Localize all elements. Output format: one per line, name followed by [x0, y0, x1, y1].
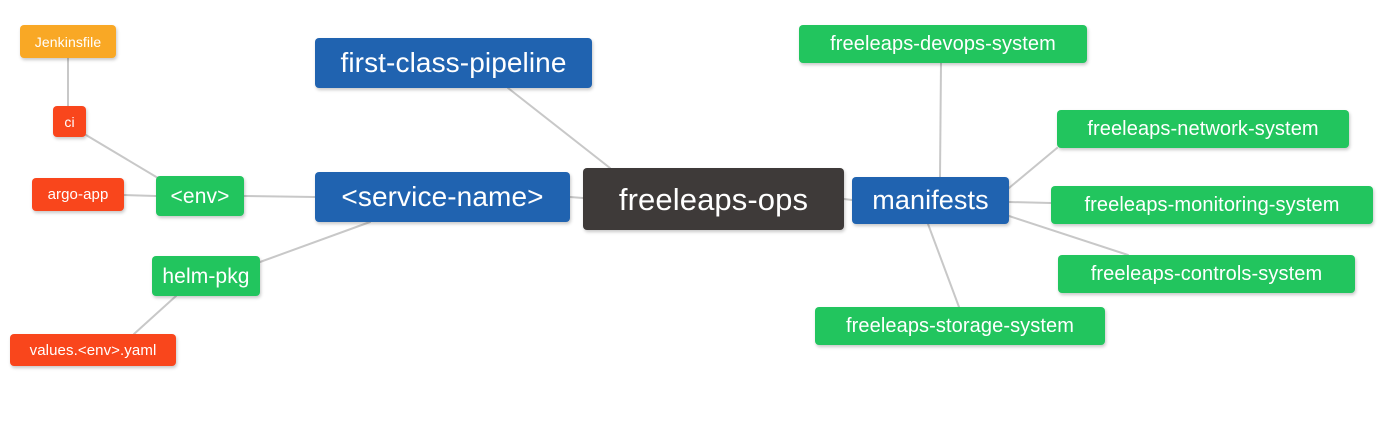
edge-ci-to-env [85, 134, 159, 179]
edge-manifests-to-storage-system [927, 223, 960, 308]
node-service-name[interactable]: <service-name> [315, 172, 570, 222]
node-ci[interactable]: ci [53, 106, 86, 137]
edge-helm-pkg-to-service-name [259, 221, 371, 263]
edge-values-yaml-to-helm-pkg [133, 295, 177, 335]
node-values-yaml[interactable]: values.<env>.yaml [10, 334, 176, 366]
node-first-class-pipeline[interactable]: first-class-pipeline [315, 38, 592, 88]
edge-manifests-to-network-system [1008, 147, 1058, 189]
node-helm-pkg[interactable]: helm-pkg [152, 256, 260, 296]
node-argo-app[interactable]: argo-app [32, 178, 124, 211]
node-monitoring-system[interactable]: freeleaps-monitoring-system [1051, 186, 1373, 224]
edge-freeleaps-ops-to-manifests [843, 198, 853, 201]
node-network-system[interactable]: freeleaps-network-system [1057, 110, 1349, 148]
node-jenkinsfile[interactable]: Jenkinsfile [20, 25, 116, 58]
node-manifests[interactable]: manifests [852, 177, 1009, 224]
node-controls-system[interactable]: freeleaps-controls-system [1058, 255, 1355, 293]
node-devops-system[interactable]: freeleaps-devops-system [799, 25, 1087, 63]
edge-service-name-to-freeleaps-ops [569, 196, 584, 199]
node-env[interactable]: <env> [156, 176, 244, 216]
edge-argo-app-to-env [123, 194, 157, 197]
edge-first-class-pipeline-to-freeleaps-ops [507, 87, 611, 169]
edge-manifests-to-monitoring-system [1008, 201, 1052, 204]
node-storage-system[interactable]: freeleaps-storage-system [815, 307, 1105, 345]
edge-manifests-to-devops-system [939, 62, 942, 178]
edge-env-to-service-name [243, 195, 316, 198]
node-freeleaps-ops[interactable]: freeleaps-ops [583, 168, 844, 230]
